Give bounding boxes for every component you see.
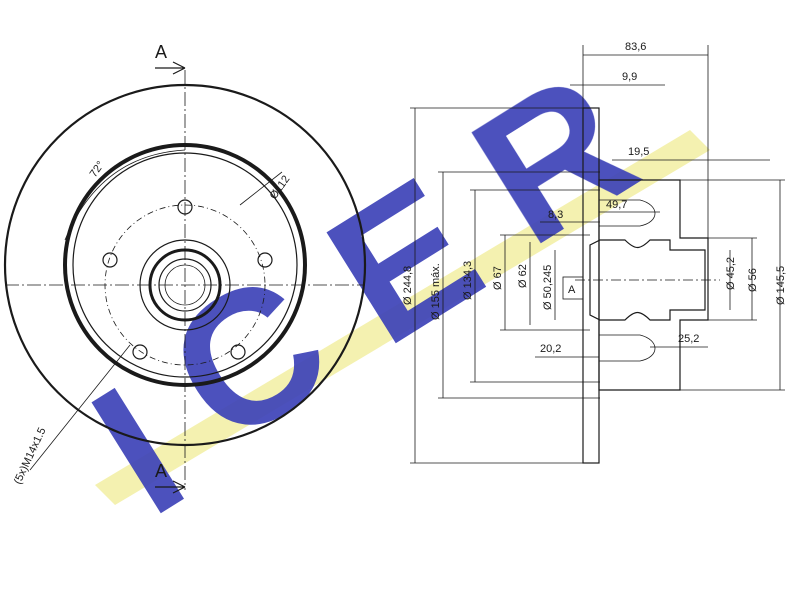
thread-leader <box>29 344 131 471</box>
dim-label-20-2: 20,2 <box>540 343 561 355</box>
section-arrow-top <box>155 61 186 75</box>
section-hub-inner-contour <box>599 334 656 362</box>
section-arrow-bottom <box>155 480 186 494</box>
dim-label-25-2: 25,2 <box>678 333 699 345</box>
bolt-hole <box>230 344 246 360</box>
bolt-hole <box>132 344 148 360</box>
thread-label: (5x)M14x1.5 <box>12 426 49 486</box>
pcd-label: Ø112 <box>268 173 293 201</box>
dim-label-9-9: 9,9 <box>622 71 637 83</box>
dim-label-83-6: 83,6 <box>625 41 646 53</box>
section-label-boxed: A <box>568 284 576 296</box>
dim-label-244-8: Ø 244,8 <box>402 266 414 305</box>
dim-label-155: Ø 155 máx. <box>430 263 442 320</box>
section-label-top: A <box>155 42 167 62</box>
section-hub-inner-contour <box>599 199 656 227</box>
dim-label-56: Ø 56 <box>747 268 759 292</box>
dim-label-19-5: 19,5 <box>628 146 649 158</box>
dim-label-49-7: 49,7 <box>606 199 627 211</box>
section-label-bottom: A <box>155 461 167 481</box>
dim-label-145-5: Ø 145,5 <box>775 266 787 305</box>
bolt-hole <box>102 252 118 268</box>
bolt-hole <box>257 252 273 268</box>
dim-label-45-2: Ø 45,2 <box>725 257 737 290</box>
pcd-leader <box>239 171 283 206</box>
dim-label-67: Ø 67 <box>492 266 504 290</box>
section-bearing-bore <box>589 239 706 321</box>
angle-arc <box>64 149 186 241</box>
watermark-swoosh <box>95 130 710 505</box>
dim-label-8-3: 8,3 <box>548 209 563 221</box>
dim-label-50-245: Ø 50,245 <box>542 265 554 310</box>
section-label-box <box>562 276 584 300</box>
dim-label-62: Ø 62 <box>517 264 529 288</box>
disc-section-view: A 83,6 9,9 19,5 8,3 49,7 20,2 25,2 Ø 244… <box>402 41 787 464</box>
dim-label-134-3: Ø 134,3 <box>462 261 474 300</box>
